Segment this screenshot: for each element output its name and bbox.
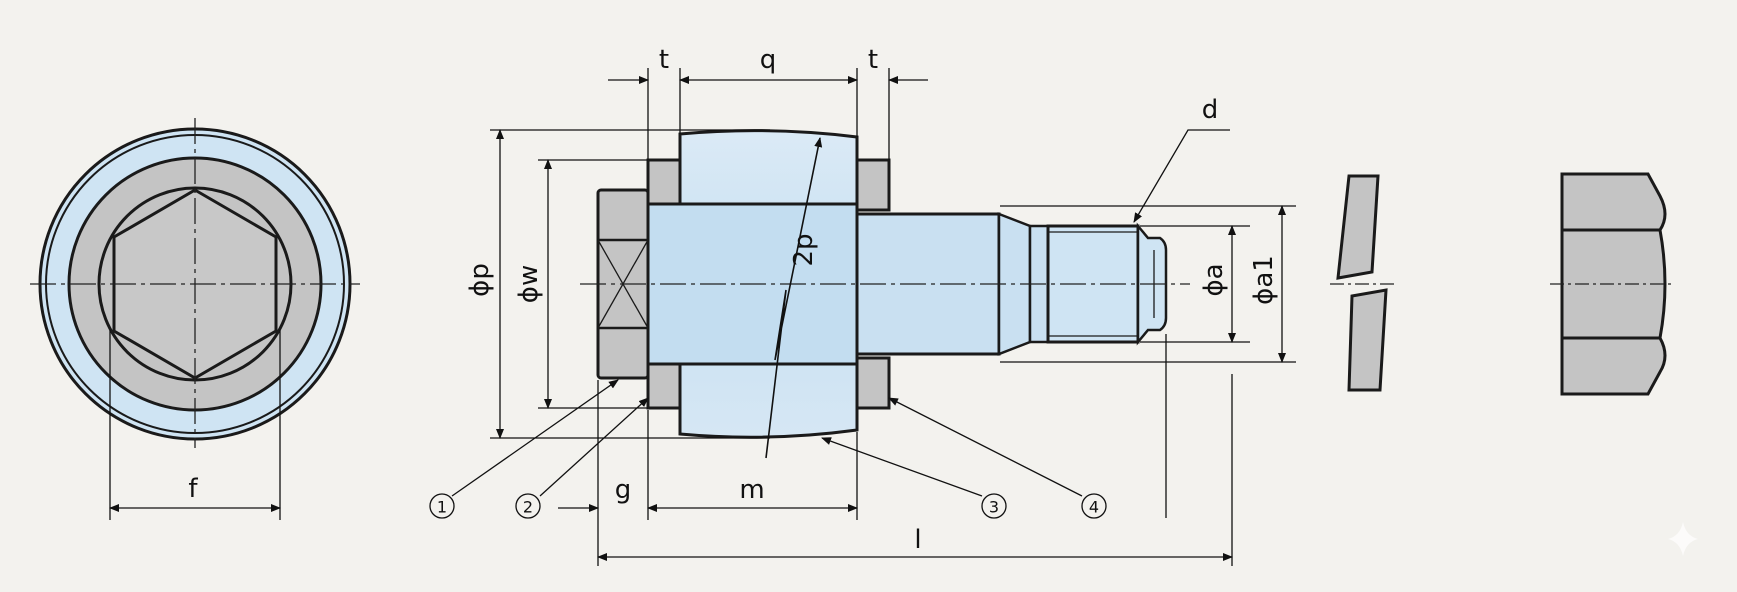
callout-3-leader <box>821 437 983 497</box>
svg-text:3: 3 <box>989 498 999 517</box>
svg-text:4: 4 <box>1089 498 1099 517</box>
svg-text:2: 2 <box>523 498 533 517</box>
dim-g-label: g <box>615 475 632 505</box>
svg-text:1: 1 <box>437 498 447 517</box>
dim-d-label: d <box>1202 95 1219 125</box>
dim-2p-label: 2p <box>789 233 819 266</box>
dim-f-label: f <box>188 474 198 504</box>
hex-nut-icon <box>1550 172 1672 396</box>
dim-phi-a1-label: ϕa1 <box>1249 255 1279 305</box>
callout-2: 2 <box>515 493 541 519</box>
side-view: 2p <box>580 129 1190 459</box>
left-side-plate-bottom <box>646 356 682 410</box>
right-side-plate-top <box>855 158 891 212</box>
sparkle-icon <box>1668 522 1698 556</box>
dim-t-left-label: t <box>659 45 669 75</box>
callout-4-leader <box>888 397 1083 497</box>
dim-phi-p-label: ϕp <box>465 263 495 297</box>
side-dimensions: t q t ϕp ϕw d ϕa ϕa1 g <box>429 45 1296 566</box>
dim-d-leader <box>1133 129 1230 223</box>
right-side-plate-bottom <box>855 356 891 410</box>
dim-m-label: m <box>739 475 764 505</box>
dim-phi-w-label: ϕw <box>514 265 544 303</box>
callout-4: 4 <box>1081 493 1107 519</box>
dim-t-right-label: t <box>868 45 878 75</box>
dim-q-label: q <box>760 45 777 75</box>
callout-1: 1 <box>429 493 455 519</box>
dim-phi-a-label: ϕa <box>1199 263 1229 296</box>
callout-3: 3 <box>981 493 1007 519</box>
dim-2p-line <box>765 137 823 459</box>
spring-washer-icon <box>1330 174 1394 392</box>
dim-l-label: l <box>914 525 921 555</box>
end-view: f <box>30 118 360 520</box>
callout-2-leader <box>539 397 649 497</box>
callout-1-leader <box>451 379 619 497</box>
